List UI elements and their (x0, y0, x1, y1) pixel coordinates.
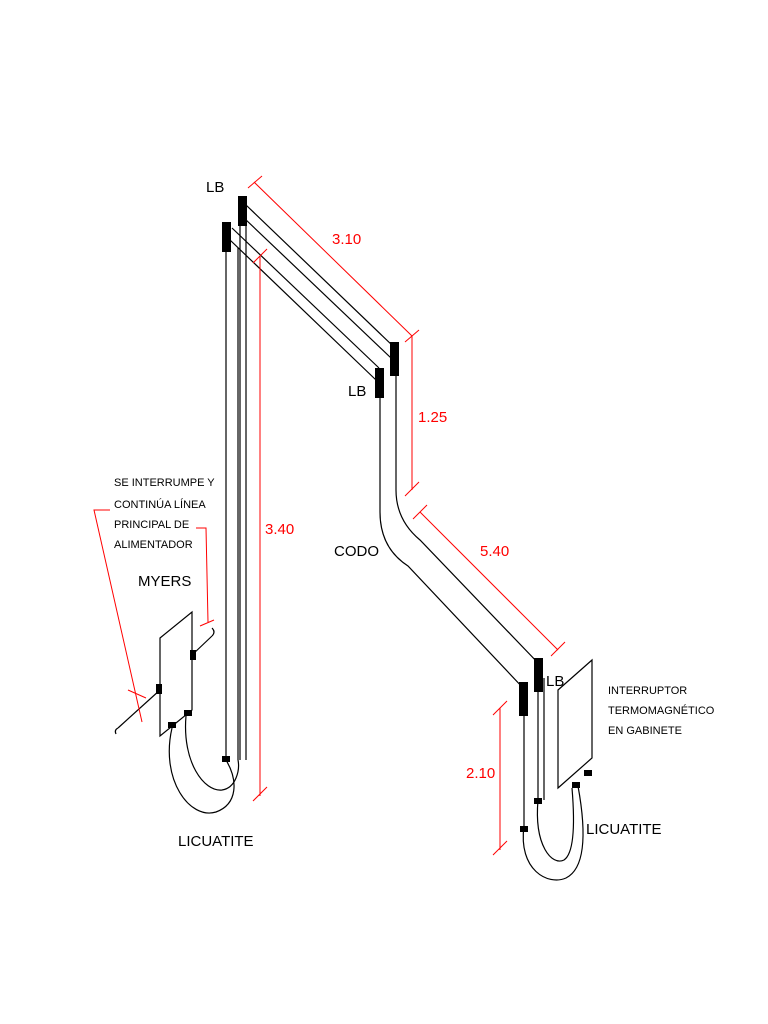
interrupt-leader-lines (93, 509, 215, 723)
myers-box (114, 610, 215, 738)
label-licuatite-right: LICUATITE (586, 821, 662, 838)
lb-fitting-bottom-2 (534, 658, 543, 692)
lb-fitting-mid-2 (390, 342, 399, 376)
svg-text:SE INTERRUMPE Y: SE INTERRUMPE Y (114, 477, 215, 489)
svg-text:ALIMENTADOR: ALIMENTADOR (114, 539, 193, 551)
short-drop-conduit (379, 372, 397, 512)
label-lb-bottom: LB (546, 673, 564, 690)
lb-fitting-top-2 (238, 196, 247, 226)
note-interrupt: SE INTERRUMPE Y CONTINÚA LÍNEA PRINCIPAL… (114, 477, 215, 551)
lb-fitting-bottom-1 (519, 682, 528, 716)
lb-fittings (222, 196, 543, 716)
dimension-lines (247, 175, 566, 856)
dim-3-40: 3.40 (265, 521, 294, 538)
dim-3-10: 3.10 (332, 231, 361, 248)
dim-1-25: 1.25 (418, 409, 447, 426)
label-codo: CODO (334, 543, 379, 560)
label-lb-top: LB (206, 179, 224, 196)
svg-text:CONTINÚA LÍNEA: CONTINÚA LÍNEA (114, 498, 206, 511)
label-licuatite-left: LICUATITE (178, 833, 254, 850)
top-horizontal-conduit (229, 204, 395, 381)
licuatite-loop-left (168, 715, 240, 814)
licuatite-loop-right (520, 785, 584, 881)
label-lb-mid: LB (348, 383, 366, 400)
note-breaker: INTERRUPTOR TERMOMAGNÉTICO EN GABINETE (608, 685, 715, 737)
elbow-and-diagonal-conduit (379, 489, 541, 691)
breaker-cabinet (557, 658, 593, 790)
dim-5-40: 5.40 (480, 543, 509, 560)
left-vertical-conduit (225, 215, 247, 760)
lb-fitting-top-1 (222, 222, 231, 252)
svg-text:PRINCIPAL DE: PRINCIPAL DE (114, 519, 189, 531)
svg-text:TERMOMAGNÉTICO: TERMOMAGNÉTICO (608, 704, 715, 717)
dim-2-10: 2.10 (466, 765, 495, 782)
svg-text:INTERRUPTOR: INTERRUPTOR (608, 685, 687, 697)
right-vertical-conduit (523, 678, 545, 830)
lb-fitting-mid-1 (375, 368, 384, 398)
svg-text:EN GABINETE: EN GABINETE (608, 725, 682, 737)
label-myers: MYERS (138, 573, 191, 590)
